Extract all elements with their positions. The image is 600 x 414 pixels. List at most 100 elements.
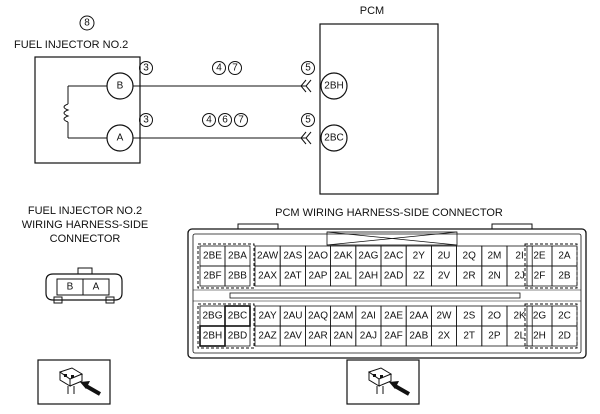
pcm-pin-cell: 2AO (304, 245, 331, 267)
wire-top-note-mid-2: 7 (232, 63, 238, 74)
pcm-pin-cell: 2W (430, 305, 457, 327)
pcm-title: PCM (360, 5, 384, 17)
pcm-pin-label: 2AU (283, 311, 302, 322)
wire-top-note-left: 3 (143, 63, 149, 74)
wire-bottom-note-right: 5 (305, 115, 311, 126)
pcm-pin-label: 2W (437, 311, 453, 322)
wire-top-note-mid-1: 4 (216, 63, 222, 74)
injector-connector-section: FUEL INJECTOR NO.2 WIRING HARNESS-SIDE C… (22, 205, 149, 304)
injector-pin-a-label: A (117, 133, 124, 144)
pcm-pin-label: 2AK (334, 251, 353, 262)
pcm-pin-cell: 2BB (224, 265, 251, 287)
pcm-pin-label: 2AZ (258, 331, 276, 342)
pcm-pin-cell: 2AL (330, 265, 357, 287)
pcm-pin-label: 2S (463, 311, 476, 322)
pcm-pin-label: 2AP (309, 271, 328, 282)
pcm-pin-label: 2P (488, 331, 501, 342)
pcm-pin-cell: 2AF (380, 325, 407, 347)
injector-pin-b-label: B (117, 81, 124, 92)
pcm-pin-cell: 2AN (330, 325, 357, 347)
pcm-pin-cell: 2L (506, 325, 533, 347)
pcm-pin-cell: 2AI (355, 305, 382, 327)
fuel-injector-box (34, 56, 141, 164)
pcm-pin-cell: 2M (481, 245, 508, 267)
pcm-pin-cell: 2F (526, 265, 553, 287)
pcm-pin-label: 2BE (203, 251, 222, 262)
pcm-pin-label: 2T (463, 331, 475, 342)
pcm-pin-highlight (199, 325, 226, 347)
pcm-pin-cell: 2AH (355, 265, 382, 287)
pcm-pin-label: 2AG (358, 251, 378, 262)
pcm-pin-label: 2AB (409, 331, 428, 342)
pcm-pin-label: 2AQ (308, 311, 328, 322)
injector-connector-face (45, 273, 123, 301)
pcm-pin-label: 2X (438, 331, 451, 342)
pcm-pin-cell: 2AG (355, 245, 382, 267)
pcm-pin-label: 2N (488, 271, 501, 282)
pcm-pin-cell: 2N (481, 265, 508, 287)
pcm-pin-cell: 2AY (254, 305, 281, 327)
wire-top-note-right: 5 (305, 63, 311, 74)
wire-bottom-note-mid-2: 6 (222, 115, 228, 126)
pcm-pin-label: 2AM (333, 311, 354, 322)
injector-connector-pin-a (82, 278, 110, 296)
pcm-pin-label: 2G (533, 311, 547, 322)
pcm-pin-cell: 2BC (224, 305, 251, 327)
pcm-pin-label: 2C (558, 311, 571, 322)
pcm-pin-cell: 2AR (304, 325, 331, 347)
pcm-pin-cell: 2AS (279, 245, 306, 267)
pcm-pin-cell: 2E (526, 245, 553, 267)
wire-bottom-note-left: 3 (143, 115, 149, 126)
pcm-pin-2bh-label: 2BH (324, 81, 343, 92)
pcm-pin-label: 2AD (384, 271, 403, 282)
pcm-pin-cell: 2BA (224, 245, 251, 267)
pcm-pin-label: 2AS (283, 251, 302, 262)
pcm-pin-label: 2E (533, 251, 546, 262)
pcm-pin-label: 2AR (308, 331, 327, 342)
pcm-pin-label: 2D (558, 331, 571, 342)
pcm-pin-cell: 2AJ (355, 325, 382, 347)
pcm-pin-label: 2O (488, 311, 502, 322)
pcm-pin-label: 2L (514, 331, 526, 342)
pcm-pin-cell: 2AK (330, 245, 357, 267)
pcm-pin-cell: 2K (506, 305, 533, 327)
injector-connector-title-line-2: WIRING HARNESS-SIDE (22, 219, 149, 231)
pcm-pin-label: 2BD (228, 331, 247, 342)
pcm-pin-cell: 2BD (224, 325, 251, 347)
pcm-pin-label: 2AC (384, 251, 403, 262)
pcm-pin-label: 2AL (334, 271, 352, 282)
pcm-pin-label: 2B (558, 271, 571, 282)
pcm-pin-cell: 2AM (330, 305, 357, 327)
pcm-pin-label: 2M (487, 251, 501, 262)
pcm-pin-label: 2AV (284, 331, 302, 342)
pcm-connector-shell (187, 228, 587, 359)
pcm-pin-label: 2AN (333, 331, 352, 342)
pcm-pin-cell: 2T (456, 325, 483, 347)
pcm-pin-cell: 2AE (380, 305, 407, 327)
pcm-pin-cell: 2AZ (254, 325, 281, 347)
injector-connector-title-line-1: FUEL INJECTOR NO.2 (28, 205, 142, 217)
pcm-pin-cell: 2V (430, 265, 457, 287)
pcm-pin-label: 2AI (361, 311, 376, 322)
pcm-pin-cell: 2AA (405, 305, 432, 327)
pcm-pin-label: 2BG (202, 311, 222, 322)
pcm-pin-label: 2AY (259, 311, 277, 322)
pcm-pin-cell: 2AD (380, 265, 407, 287)
wire-bottom-note-mid-3: 7 (238, 115, 244, 126)
pcm-pin-label: 2V (438, 271, 451, 282)
pcm-pin-label: 2A (558, 251, 571, 262)
pcm-pin-label: 2BH (203, 331, 222, 342)
injector-connector-pin-a-label: A (93, 282, 100, 293)
pcm-connector-title: PCM WIRING HARNESS-SIDE CONNECTOR (275, 207, 503, 219)
pcm-pin-label: 2Z (413, 271, 425, 282)
injector-connector-title-line-3: CONNECTOR (50, 233, 121, 245)
pcm-pin-cell: 2AW (254, 245, 281, 267)
pcm-pin-cell: 2U (430, 245, 457, 267)
pcm-pin-cell: 2O (481, 305, 508, 327)
pcm-pin-cell: 2A (551, 245, 578, 267)
connector-chevron-icon (300, 79, 312, 93)
pcm-pin-cell: 2AV (279, 325, 306, 347)
pcm-pin-label: 2J (514, 271, 525, 282)
pcm-pin-cell: 2AT (279, 265, 306, 287)
injector-badge: 8 (84, 18, 90, 29)
